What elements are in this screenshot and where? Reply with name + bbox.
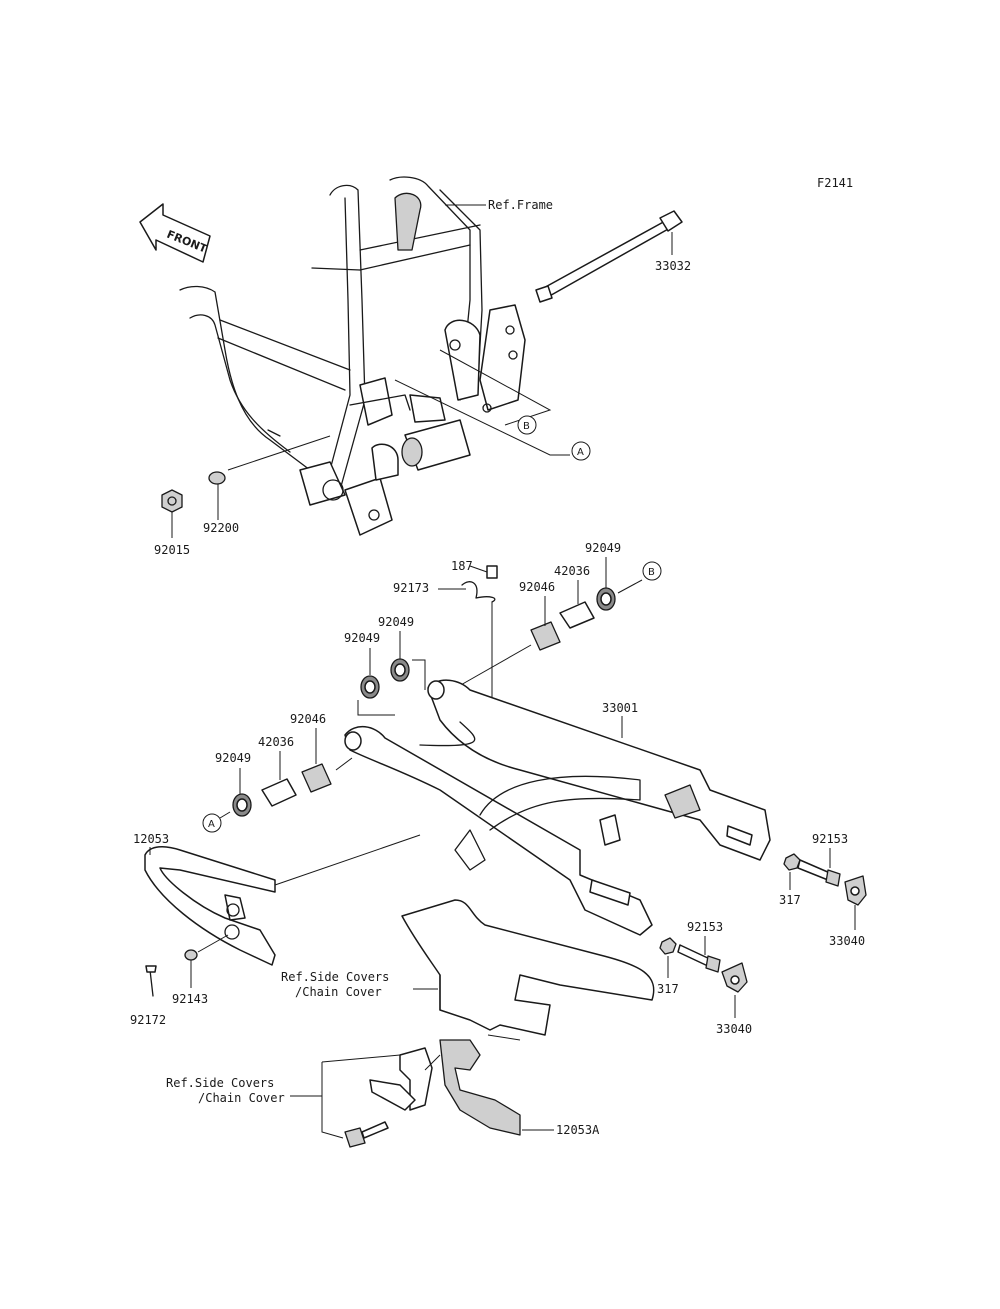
pivot-shaft-33032: 33032 [535, 210, 691, 303]
label-92049-low: 92049 [215, 751, 251, 765]
washer-92200: 92200 [203, 471, 239, 535]
chain-cover-ref: Ref.Side Covers /Chain Cover [281, 899, 655, 1036]
bearing-set-upper: 92046 42036 92049 B [451, 541, 662, 691]
ref-side-covers-1-line1: Ref.Side Covers [281, 970, 389, 984]
label-33040-right: 33040 [829, 934, 865, 948]
label-92200: 92200 [203, 521, 239, 535]
seal-92049-mid: 92049 92049 [344, 615, 426, 716]
adjuster-assembly-right: 92153 317 33040 [779, 832, 867, 948]
label-92049-mid-2: 92049 [378, 615, 414, 629]
label-92049-mid-1: 92049 [344, 631, 380, 645]
callout-b-lower [642, 561, 662, 581]
washer-92143: 92143 [172, 934, 229, 1006]
callout-a-top-text: A [577, 447, 584, 458]
label-12053: 12053 [133, 832, 169, 846]
screw-92172: 92172 [130, 965, 166, 1027]
label-33040-mid: 33040 [716, 1022, 752, 1036]
label-187: 187 [451, 559, 473, 573]
label-92173: 92173 [393, 581, 429, 595]
label-42036-low: 42036 [258, 735, 294, 749]
clip-92173: 92173 [393, 581, 496, 710]
chain-guard-12053: 12053 [133, 832, 421, 966]
label-92153-mid: 92153 [687, 920, 723, 934]
label-92046-top: 92046 [519, 580, 555, 594]
figure-id-label: F2141 [817, 176, 853, 190]
swingarm-33001: 33001 [344, 679, 771, 936]
label-33001: 33001 [602, 701, 638, 715]
callout-b-top-text: B [523, 421, 530, 432]
callout-a-top [571, 441, 591, 461]
label-317-right: 317 [779, 893, 801, 907]
label-92049-top: 92049 [585, 541, 621, 555]
ref-side-covers-2-line1: Ref.Side Covers [166, 1076, 274, 1090]
ref-side-covers-2-line2: /Chain Cover [198, 1091, 285, 1105]
callout-a-lower [202, 813, 222, 833]
callout-a-lower-text: A [208, 819, 215, 830]
label-317-mid: 317 [657, 982, 679, 996]
adjuster-assembly-mid: 92153 317 33040 [657, 920, 752, 1036]
label-12053a: 12053A [556, 1123, 600, 1137]
ref-frame-label: Ref.Frame [488, 198, 553, 212]
bearing-set-lower: 92046 42036 92049 A [202, 712, 353, 833]
label-92172: 92172 [130, 1013, 166, 1027]
nut-92015: 92015 [154, 489, 190, 557]
front-direction-arrow: FRONT [139, 203, 211, 263]
frame-drawing: Ref.Frame [179, 176, 553, 536]
label-92015: 92015 [154, 543, 190, 557]
chain-cover-bracket-group: Ref.Side Covers /Chain Cover 12053A [166, 1034, 600, 1148]
bolt-187: 187 [451, 559, 498, 579]
label-92143: 92143 [172, 992, 208, 1006]
label-42036-top: 42036 [554, 564, 590, 578]
label-92046-low: 92046 [290, 712, 326, 726]
callout-b-lower-text: B [648, 567, 655, 578]
label-33032: 33032 [655, 259, 691, 273]
callout-b-top [517, 415, 537, 435]
label-92153-right: 92153 [812, 832, 848, 846]
ref-side-covers-1-line2: /Chain Cover [295, 985, 382, 999]
